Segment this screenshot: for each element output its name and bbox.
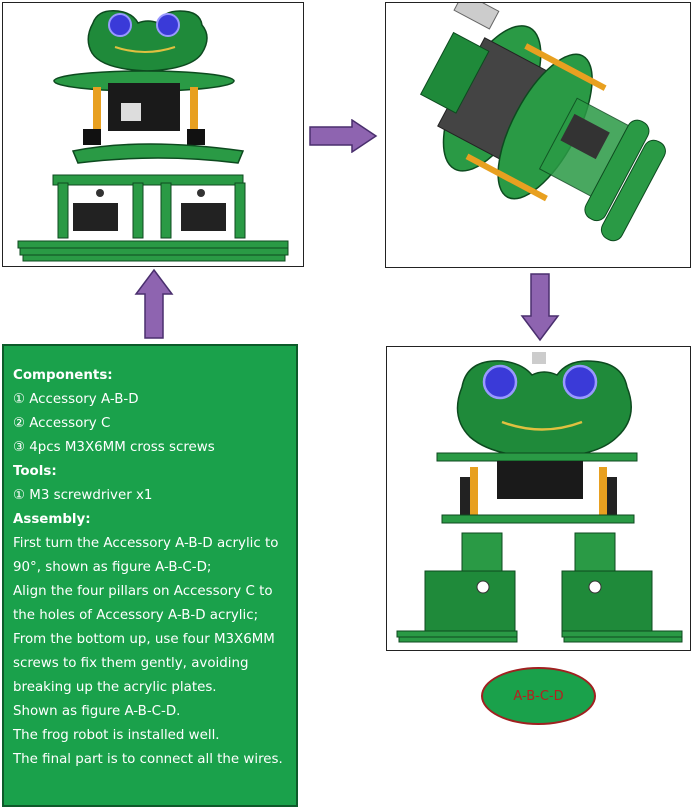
instruction-text: First turn the Accessory A-B-D acrylic t… <box>13 536 279 551</box>
instruction-line: 90°, shown as figure A-B-C-D; <box>13 556 287 580</box>
instruction-line: breaking up the acrylic plates. <box>13 676 287 700</box>
instruction-line: Align the four pillars on Accessory C to <box>13 580 287 604</box>
instruction-text: Components: <box>13 368 113 383</box>
instruction-text: Tools: <box>13 464 57 479</box>
instructions-panel: Components: ① Accessory A-B-D ② Accessory … <box>2 344 298 807</box>
arrow-down-icon <box>520 272 560 342</box>
instruction-line: ① M3 screwdriver x1 <box>13 484 287 508</box>
instruction-text: breaking up the acrylic plates. <box>13 680 217 695</box>
instruction-text: the holes of Accessory A-B-D acrylic; <box>13 608 259 623</box>
figure-label-text: A-B-C-D <box>513 688 564 704</box>
instruction-line: the holes of Accessory A-B-D acrylic; <box>13 604 287 628</box>
instruction-text: The frog robot is installed well. <box>13 728 220 743</box>
image-rotated-assembly <box>385 2 691 268</box>
instruction-heading: Assembly: <box>13 508 287 532</box>
instruction-text: Assembly: <box>13 512 91 527</box>
figure-label-abcd: A-B-C-D <box>481 667 596 725</box>
instruction-text: From the bottom up, use four M3X6MM <box>13 632 275 647</box>
image-finished-robot <box>386 346 691 651</box>
instruction-line: From the bottom up, use four M3X6MM <box>13 628 287 652</box>
instruction-text: ① Accessory A-B-D <box>13 392 139 407</box>
instruction-text: screws to fix them gently, avoiding <box>13 656 249 671</box>
instruction-text: 90°, shown as figure A-B-C-D; <box>13 560 212 575</box>
instruction-text: The final part is to connect all the wir… <box>13 752 283 767</box>
instruction-line: The final part is to connect all the wir… <box>13 748 287 772</box>
instruction-text: ③ 4pcs M3X6MM cross screws <box>13 440 215 455</box>
instruction-text: Shown as figure A-B-C-D. <box>13 704 181 719</box>
arrow-up-icon <box>134 268 174 340</box>
instruction-text: Align the four pillars on Accessory C to <box>13 584 273 599</box>
instruction-heading: Tools: <box>13 460 287 484</box>
instruction-line: The frog robot is installed well. <box>13 724 287 748</box>
instruction-line: Shown as figure A-B-C-D. <box>13 700 287 724</box>
image-partial-assembly <box>2 2 304 267</box>
instruction-line: screws to fix them gently, avoiding <box>13 652 287 676</box>
instruction-line: First turn the Accessory A-B-D acrylic t… <box>13 532 287 556</box>
instruction-text: ② Accessory C <box>13 416 111 431</box>
instruction-line: ① Accessory A-B-D <box>13 388 287 412</box>
instruction-text: ① M3 screwdriver x1 <box>13 488 153 503</box>
instruction-heading: Components: <box>13 364 287 388</box>
arrow-right-icon <box>308 119 378 153</box>
instruction-line: ② Accessory C <box>13 412 287 436</box>
instruction-line: ③ 4pcs M3X6MM cross screws <box>13 436 287 460</box>
